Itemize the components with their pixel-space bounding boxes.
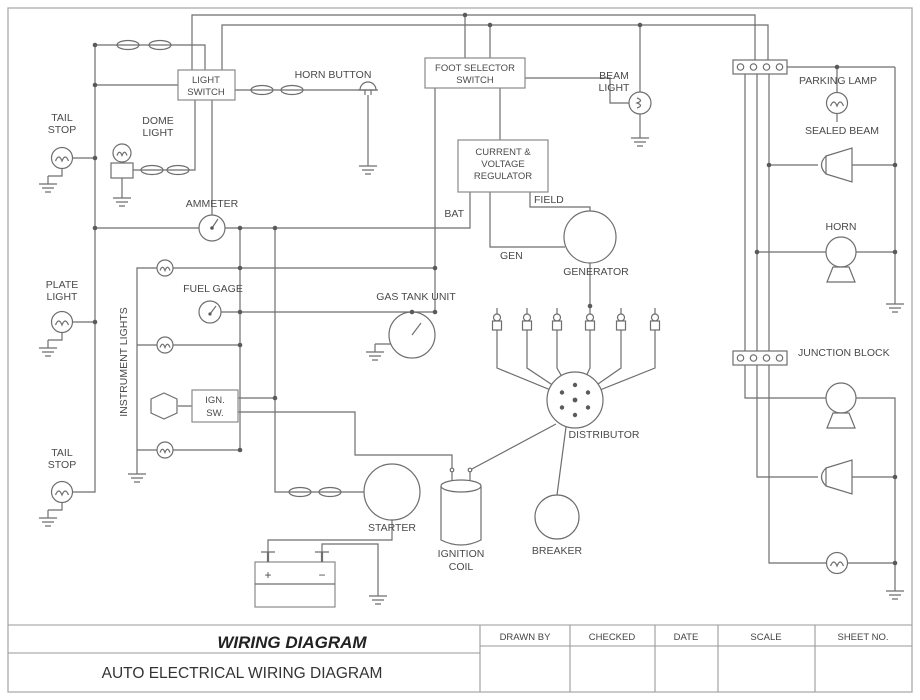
foot-selector-switch-box: FOOT SELECTOR SWITCH bbox=[424, 57, 526, 89]
label-foot-selector-switch: FOOT SELECTOR bbox=[435, 63, 515, 74]
label-gas-tank-unit: GAS TANK UNIT bbox=[376, 291, 456, 303]
label-regulator: VOLTAGE bbox=[481, 159, 524, 170]
junction-block-icon bbox=[732, 350, 788, 366]
label-junction-block: JUNCTION BLOCK bbox=[798, 347, 890, 359]
label-plate-light: LIGHT bbox=[47, 291, 79, 303]
terminal-strip-icon bbox=[732, 59, 788, 75]
label-plate-light: PLATE bbox=[46, 279, 78, 291]
key-icon bbox=[150, 392, 178, 420]
label-starter: STARTER bbox=[368, 522, 416, 534]
battery-minus-terminal: − bbox=[318, 568, 325, 582]
tail-stop-top-lamp: TAIL STOP bbox=[48, 112, 76, 170]
title-block-subtitle: AUTO ELECTRICAL WIRING DIAGRAM bbox=[102, 665, 383, 682]
horn-upper: HORN bbox=[825, 221, 857, 283]
label-ignition-coil: IGNITION bbox=[438, 548, 485, 560]
title-block-field-scale: SCALE bbox=[750, 632, 781, 643]
horn-icon bbox=[825, 382, 857, 429]
light-switch-box: LIGHT SWITCH bbox=[177, 69, 236, 101]
label-ign-sw: IGN. bbox=[205, 395, 225, 406]
label-sealed-beam: SEALED BEAM bbox=[805, 125, 879, 137]
starter: STARTER bbox=[363, 463, 421, 534]
label-regulator: CURRENT & bbox=[475, 147, 531, 158]
parking-lamp-icon bbox=[825, 91, 849, 115]
label-tail-stop-top: STOP bbox=[48, 124, 76, 136]
generator: GENERATOR bbox=[563, 210, 629, 278]
instrument-light-bulb-icon bbox=[156, 259, 174, 277]
instrument-light-bulb-icon bbox=[156, 441, 174, 459]
regulator-box: CURRENT & VOLTAGE REGULATOR bbox=[457, 139, 549, 193]
label-ammeter: AMMETER bbox=[186, 198, 239, 210]
label-generator: GENERATOR bbox=[563, 266, 629, 278]
label-beam-light: LIGHT bbox=[599, 82, 631, 94]
beam-light: BEAM LIGHT bbox=[599, 70, 652, 115]
rear-lamp-icon bbox=[825, 551, 849, 575]
label-horn-button: HORN BUTTON bbox=[295, 69, 372, 81]
label-bat: BAT bbox=[444, 208, 464, 220]
drawing-border bbox=[7, 7, 913, 693]
horn-icon bbox=[825, 236, 857, 283]
title-block: WIRING DIAGRAM AUTO ELECTRICAL WIRING DI… bbox=[8, 624, 912, 692]
label-parking-lamp: PARKING LAMP bbox=[799, 75, 877, 87]
label-horn: HORN bbox=[826, 221, 857, 233]
plate-light-lamp: PLATE LIGHT bbox=[46, 279, 79, 334]
title-block-field-date: DATE bbox=[674, 632, 699, 643]
ammeter: AMMETER bbox=[186, 198, 239, 242]
instrument-lights: INSTRUMENT LIGHTS bbox=[118, 259, 174, 459]
label-dome-light: DOME bbox=[142, 115, 174, 127]
breaker: BREAKER bbox=[532, 494, 583, 557]
label-distributor: DISTRIBUTOR bbox=[569, 429, 640, 441]
label-ign-sw: SW. bbox=[206, 408, 223, 419]
tail-stop-top-lamp-icon bbox=[50, 146, 74, 170]
label-light-switch: LIGHT bbox=[192, 75, 220, 86]
tail-stop-bottom-lamp-icon bbox=[50, 480, 74, 504]
label-ignition-coil: COIL bbox=[449, 561, 474, 573]
sealed-beam-upper: SEALED BEAM bbox=[805, 125, 879, 183]
tail-stop-bottom-lamp: TAIL STOP bbox=[48, 447, 76, 504]
plate-light-lamp-icon bbox=[50, 310, 74, 334]
label-breaker: BREAKER bbox=[532, 545, 583, 557]
instrument-light-bulb-icon bbox=[156, 336, 174, 354]
label-instrument-lights: INSTRUMENT LIGHTS bbox=[118, 307, 130, 416]
title-block-field-checked: CHECKED bbox=[589, 632, 636, 643]
label-foot-selector-switch: SWITCH bbox=[456, 75, 494, 86]
label-field: FIELD bbox=[534, 194, 564, 206]
label-tail-stop-top: TAIL bbox=[51, 112, 73, 124]
horn-button: HORN BUTTON bbox=[295, 69, 378, 95]
battery: + − bbox=[254, 551, 336, 608]
label-fuel-gage: FUEL GAGE bbox=[183, 283, 243, 295]
wires bbox=[48, 14, 896, 588]
fuel-gage: FUEL GAGE bbox=[183, 283, 243, 324]
label-light-switch: SWITCH bbox=[187, 87, 225, 98]
title-block-field-sheet-no: SHEET NO. bbox=[837, 632, 888, 643]
ignition-switch: IGN. SW. bbox=[150, 389, 239, 423]
title-block-title: WIRING DIAGRAM bbox=[217, 633, 367, 652]
battery-plus-terminal: + bbox=[264, 568, 271, 582]
label-tail-stop-bottom: TAIL bbox=[51, 447, 73, 459]
label-dome-light: LIGHT bbox=[143, 127, 175, 139]
distributor: DISTRIBUTOR bbox=[546, 371, 640, 441]
label-regulator: REGULATOR bbox=[474, 171, 532, 182]
spark-plug-wires bbox=[496, 330, 656, 401]
title-block-field-drawn-by: DRAWN BY bbox=[500, 632, 552, 643]
parking-lamp: PARKING LAMP bbox=[799, 75, 877, 115]
junction-dots bbox=[92, 12, 898, 566]
dome-light bbox=[110, 143, 134, 179]
ignition-coil: IGNITION COIL bbox=[438, 467, 485, 573]
label-tail-stop-bottom: STOP bbox=[48, 459, 76, 471]
label-beam-light: BEAM bbox=[599, 70, 629, 82]
label-gen: GEN bbox=[500, 250, 523, 262]
